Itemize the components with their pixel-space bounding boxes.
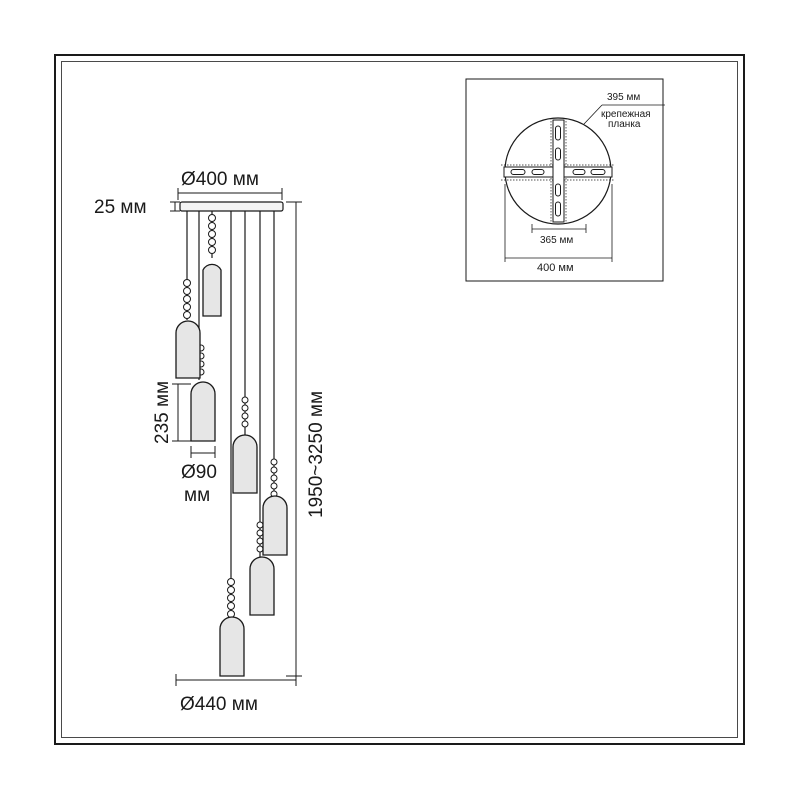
hole-spacing-label: 365 мм: [540, 235, 573, 246]
shade-5: [262, 495, 288, 556]
mounting-plate-cross: [503, 119, 613, 223]
drawing-frame-outer: [54, 54, 745, 745]
shade-diameter-label-line1: Ø90: [181, 462, 217, 483]
total-height-dimension: [286, 201, 302, 677]
main-view: [170, 188, 302, 686]
bottom-diameter-dimension: [175, 674, 297, 686]
inset-canopy-label: 400 мм: [537, 262, 574, 274]
shade-2: [175, 320, 201, 379]
plate-label-line2: планка: [608, 119, 641, 130]
shade-3: [190, 381, 216, 442]
glass-shades: [175, 263, 288, 677]
hole-spacing-dimension: [531, 224, 587, 233]
canopy-diameter-label: Ø400 мм: [181, 169, 259, 190]
drawing-frame-inner: [61, 61, 738, 738]
shade-diameter-dimension: [190, 446, 216, 458]
plate-length-leader: [583, 104, 665, 125]
shade-1: [202, 263, 222, 317]
shade-diameter-label-line2: мм: [184, 485, 210, 506]
canopy-diameter-dimension: [177, 188, 283, 200]
shade-7: [219, 616, 245, 677]
total-height-label: 1950~3250 мм: [306, 391, 327, 518]
mounting-slots: [510, 125, 606, 217]
inset-canopy-dimension: [504, 184, 613, 262]
mounting-inset: 395 мм крепежная планка 365 мм 400 мм: [465, 78, 665, 282]
shade-height-dimension: [172, 383, 191, 442]
plate-label-line1: крепежная: [601, 109, 651, 120]
ceiling-canopy: [179, 201, 284, 212]
shade-4: [232, 434, 258, 494]
bottom-diameter-label: Ø440 мм: [180, 694, 258, 715]
plate-length-label: 395 мм: [607, 92, 640, 103]
canopy-height-label: 25 мм: [94, 197, 147, 218]
canopy-height-dimension: [170, 201, 180, 212]
shade-height-label: 235 мм: [152, 381, 173, 444]
shade-6: [249, 556, 275, 616]
